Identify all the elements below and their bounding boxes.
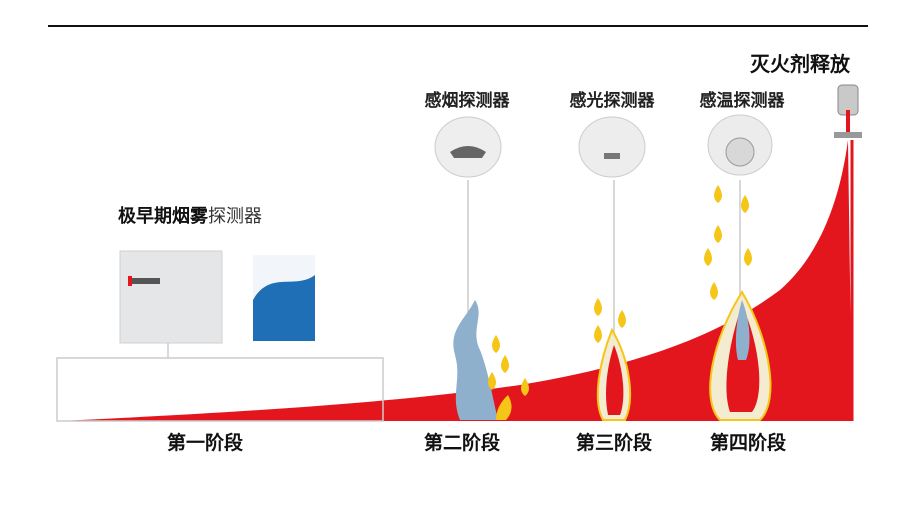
veda-label-bold: 极早期烟雾 (118, 206, 208, 227)
panel-logo (128, 276, 132, 286)
smoke-detector-icon (434, 116, 502, 178)
flame-detector-icon (578, 116, 646, 178)
smoke-detector-label: 感烟探测器 (424, 91, 510, 111)
veda-label: 极早期烟雾探测器 (118, 202, 262, 228)
panel-display (130, 278, 160, 284)
fire-growth-area (60, 140, 852, 421)
smoke-icon (453, 300, 498, 420)
large-flame-icon (709, 290, 772, 421)
flame-icon (596, 327, 632, 421)
stage-three-label: 第三阶段 (575, 432, 653, 454)
stage-one-box (56, 357, 384, 422)
heat-detector-label: 感温探测器 (699, 91, 785, 111)
flame-detector-label: 感光探测器 (569, 91, 655, 111)
veda-label-light: 探测器 (208, 206, 262, 227)
flame-particles-icon (488, 185, 752, 420)
veda-panel-image (119, 250, 223, 344)
stage-four-label: 第四阶段 (709, 432, 787, 454)
agent-release-label: 灭火剂释放 (750, 52, 850, 76)
heat-detector-icon (707, 114, 773, 176)
stage-two-label: 第二阶段 (423, 432, 501, 454)
sprinkler-icon (834, 84, 862, 138)
stage-one-label: 第一阶段 (166, 432, 244, 454)
